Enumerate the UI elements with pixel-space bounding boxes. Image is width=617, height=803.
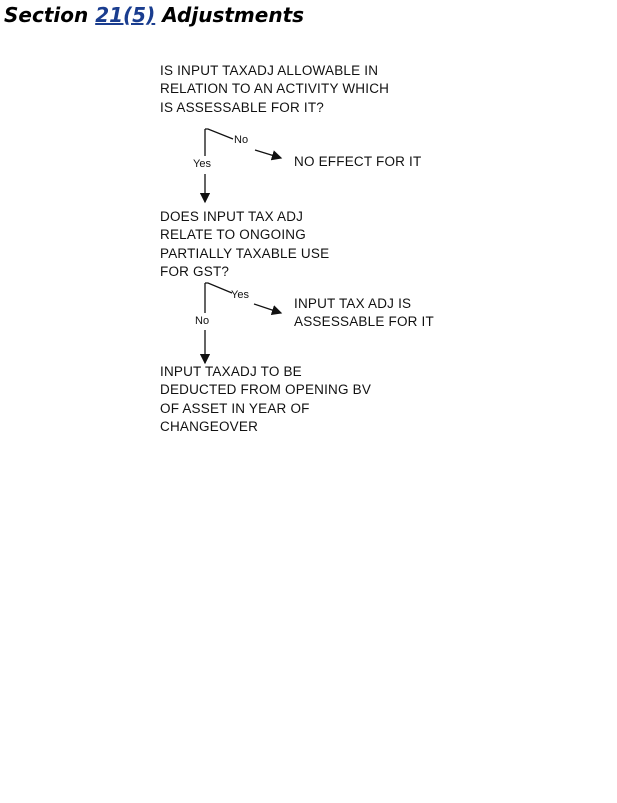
q2-no-label: No — [195, 315, 210, 327]
q1-no-line — [205, 128, 234, 140]
page-title: Section 21(5) Adjustments — [4, 3, 305, 27]
section-link[interactable]: 21(5) — [95, 3, 156, 27]
q1-no-arrow — [254, 149, 283, 161]
q1-no-result: NO EFFECT FOR IT — [294, 154, 422, 169]
q1-no-label: No — [234, 134, 249, 146]
q1-yes-label: Yes — [193, 158, 211, 170]
q2-yes-arrow — [253, 303, 283, 316]
q2-yes-label: Yes — [231, 289, 249, 301]
q2-yes-line — [205, 282, 233, 294]
